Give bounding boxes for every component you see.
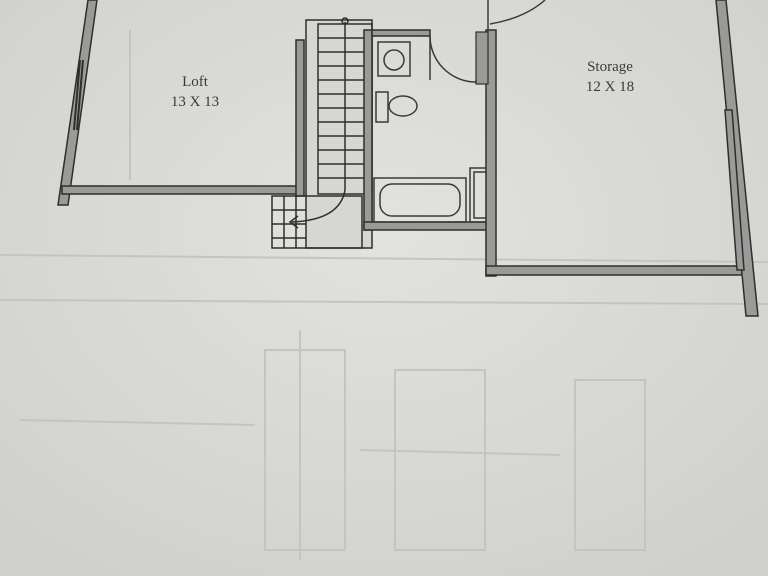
bathroom-walls	[363, 29, 495, 231]
bathroom-fixtures	[373, 35, 493, 223]
loft-window	[73, 59, 84, 131]
room-dimensions: 13 X 13	[170, 94, 220, 110]
toilet-bowl	[388, 95, 418, 117]
corridor-walls	[475, 31, 489, 85]
storage-walls	[485, 0, 759, 317]
room-name: Storage	[587, 59, 633, 75]
toilet-tank	[375, 91, 389, 123]
loft-walls	[57, 0, 305, 206]
sink	[377, 41, 411, 77]
room-dimensions: 12 X 18	[585, 79, 635, 95]
room-label-loft: Loft 13 X 13	[150, 72, 240, 112]
room-label-storage: Storage 12 X 18	[565, 57, 655, 97]
room-name: Loft	[182, 74, 208, 90]
staircase	[271, 17, 373, 249]
storage-door	[487, 0, 546, 32]
ghost-lines	[0, 30, 768, 560]
bathtub	[373, 177, 467, 223]
